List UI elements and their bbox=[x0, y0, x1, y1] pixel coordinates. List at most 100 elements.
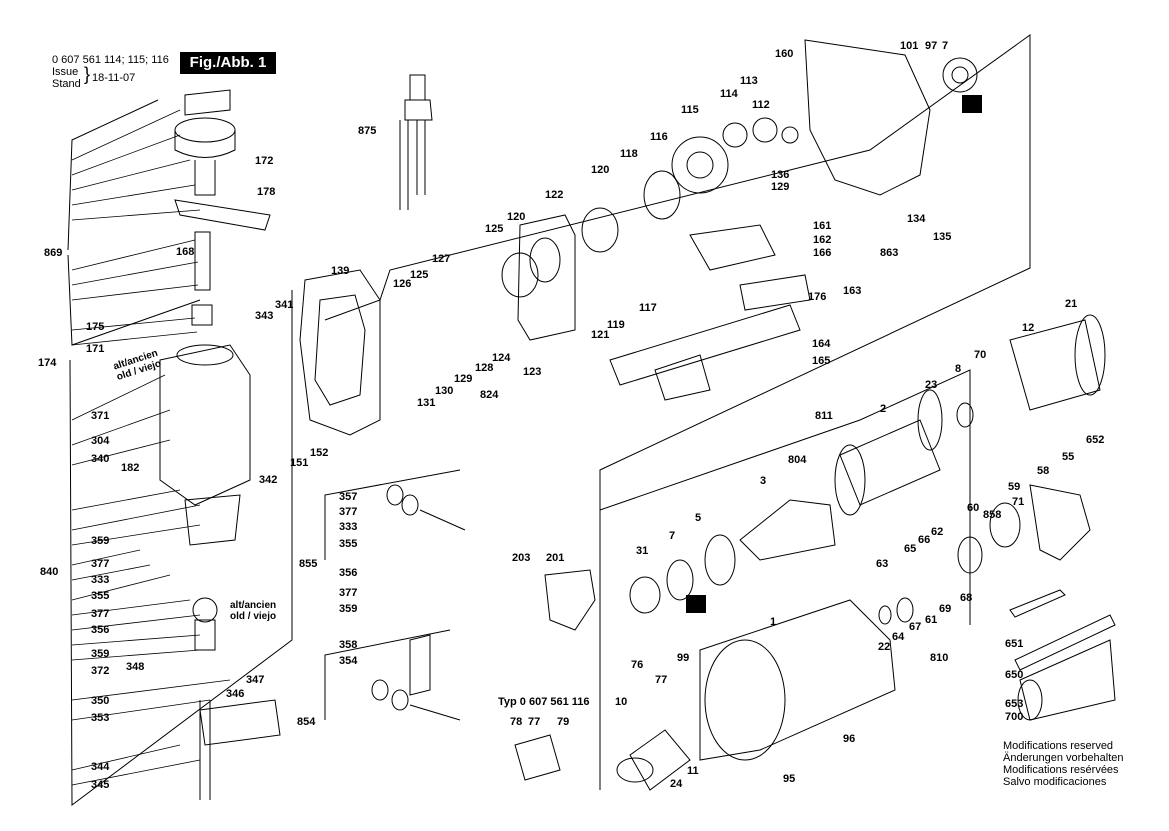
part-label: 811 bbox=[815, 410, 833, 422]
part-label: 135 bbox=[933, 231, 951, 243]
lower-small-parts bbox=[192, 484, 466, 800]
part-label: 120 bbox=[507, 211, 525, 223]
part-label: 151 bbox=[290, 457, 308, 469]
part-label: 358 bbox=[339, 639, 357, 651]
part-label: 22 bbox=[878, 641, 890, 653]
part-label: 31 bbox=[636, 545, 648, 557]
part-24 bbox=[629, 729, 691, 791]
part-label: 152 bbox=[310, 447, 328, 459]
part-label: 97 bbox=[925, 40, 937, 52]
part-label: 130 bbox=[435, 385, 453, 397]
part-label: 124 bbox=[492, 352, 511, 364]
part-label: 175 bbox=[86, 321, 104, 333]
part-label: 377 bbox=[91, 558, 109, 570]
part-label: 10 bbox=[615, 696, 627, 708]
part-label: 126 bbox=[393, 278, 411, 290]
part-label: 377 bbox=[339, 506, 357, 518]
part-label: 134 bbox=[907, 213, 926, 225]
part-label: 356 bbox=[91, 624, 109, 636]
modifications-line-1: Modifications reserved bbox=[1003, 740, 1114, 752]
brace: } bbox=[84, 64, 91, 84]
part-label: 78 bbox=[510, 716, 522, 728]
part-label: 203 bbox=[512, 552, 530, 564]
part-label: 67 bbox=[909, 621, 921, 633]
part-label: 70 bbox=[974, 349, 986, 361]
knob-part bbox=[174, 89, 271, 326]
part-label: 12 bbox=[1022, 322, 1034, 334]
part-label: 653 bbox=[1005, 698, 1023, 710]
modifications-line-4: Salvo modificaciones bbox=[1003, 776, 1107, 788]
part-label: 357 bbox=[339, 491, 357, 503]
part-label: 333 bbox=[339, 521, 357, 533]
part-label: 5 bbox=[695, 512, 701, 524]
part-label: 171 bbox=[86, 343, 104, 355]
housing-182 bbox=[159, 344, 251, 546]
part-label: 804 bbox=[788, 454, 807, 466]
issue-label: Issue bbox=[52, 66, 79, 78]
part-label: 164 bbox=[812, 338, 831, 350]
part-label: 76 bbox=[631, 659, 643, 671]
part-label: 122 bbox=[545, 189, 563, 201]
frame-854 bbox=[324, 629, 451, 720]
part-label: 95 bbox=[783, 773, 795, 785]
part-label: 163 bbox=[843, 285, 861, 297]
part-label: 59 bbox=[1008, 481, 1020, 493]
part-label: 116 bbox=[650, 131, 668, 143]
part-label: 115 bbox=[681, 104, 699, 116]
part-label: 172 bbox=[255, 155, 273, 167]
part-label: 201 bbox=[546, 552, 564, 564]
switch-78 bbox=[514, 734, 561, 781]
part-label: 377 bbox=[339, 587, 357, 599]
part-label: 120 bbox=[591, 164, 609, 176]
stand-label: Stand bbox=[52, 78, 81, 90]
issue-date: 18-11-07 bbox=[92, 72, 136, 84]
part-label: 161 bbox=[813, 220, 831, 232]
part-label: 114 bbox=[720, 88, 739, 100]
part-label: 11 bbox=[687, 765, 699, 777]
part-label: 342 bbox=[259, 474, 277, 486]
part-label: 869 bbox=[44, 247, 62, 259]
alt-note-2-line-2: old / viejo bbox=[230, 611, 277, 622]
part-label: 168 bbox=[176, 246, 194, 258]
frame-840 bbox=[69, 290, 293, 806]
gasket-139-inner bbox=[314, 294, 366, 406]
outline-group bbox=[67, 34, 1116, 806]
part-label: 24 bbox=[670, 778, 683, 790]
part-label: 123 bbox=[523, 366, 541, 378]
part-label: 858 bbox=[983, 509, 1001, 521]
part-label: 304 bbox=[91, 435, 110, 447]
part-label: 162 bbox=[813, 234, 831, 246]
part-label: 344 bbox=[91, 761, 110, 773]
part-label: 875 bbox=[358, 125, 376, 137]
blade-holder bbox=[609, 224, 811, 401]
frame-main bbox=[324, 34, 1031, 790]
part-label: 129 bbox=[454, 373, 472, 385]
modifications-line-2: Änderungen vorbehalten bbox=[1003, 752, 1124, 764]
leader-lines-left bbox=[71, 109, 231, 786]
part-label: 855 bbox=[299, 558, 317, 570]
part-label: 355 bbox=[91, 590, 109, 602]
part-label: 700 bbox=[1005, 711, 1023, 723]
part-label: 125 bbox=[410, 269, 428, 281]
part-label: 7 bbox=[669, 530, 675, 542]
reference-box-bottom bbox=[686, 595, 706, 613]
part-label: 96 bbox=[843, 733, 855, 745]
part-label: 824 bbox=[480, 389, 499, 401]
part-label: 355 bbox=[339, 538, 357, 550]
part-label: 66 bbox=[918, 534, 930, 546]
part-label: 178 bbox=[257, 186, 275, 198]
part-label: 71 bbox=[1012, 496, 1024, 508]
rod-875 bbox=[399, 74, 433, 210]
part-label: 348 bbox=[126, 661, 144, 673]
plate-122-slot bbox=[529, 237, 561, 283]
part-label: 113 bbox=[740, 75, 758, 87]
part-label: 166 bbox=[813, 247, 831, 259]
part-label: 129 bbox=[771, 181, 789, 193]
part-label: 840 bbox=[40, 566, 58, 578]
part-label: 340 bbox=[91, 453, 109, 465]
part-label: 359 bbox=[91, 535, 109, 547]
part-label: 652 bbox=[1086, 434, 1104, 446]
part-label: 160 bbox=[775, 48, 793, 60]
part-label: 359 bbox=[91, 648, 109, 660]
